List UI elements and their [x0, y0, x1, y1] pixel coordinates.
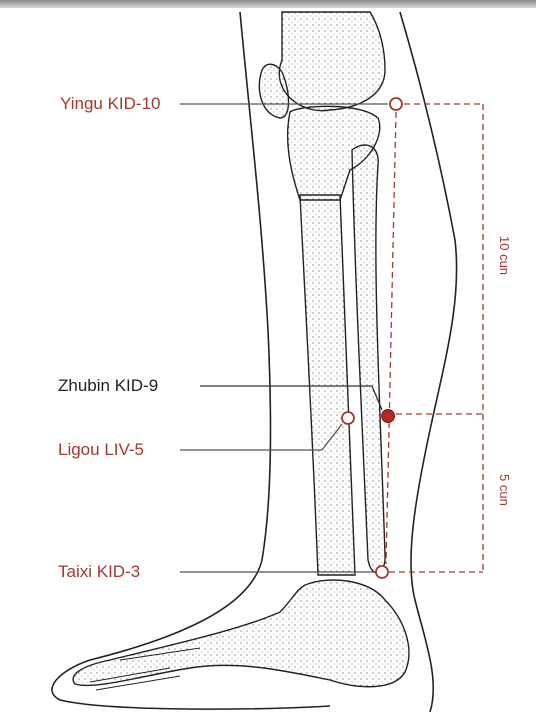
tibia [300, 195, 355, 575]
measurement-lines [386, 104, 483, 572]
yingu-label: Yingu KID-10 [60, 94, 160, 114]
taixi-point [376, 566, 388, 578]
zhubin-leader [200, 386, 382, 410]
yingu-point [390, 98, 402, 110]
femur [279, 12, 385, 111]
leg-outline-back [400, 12, 457, 712]
ligou-label: Ligou LIV-5 [58, 440, 144, 460]
lower-measure-label: 5 cun [497, 474, 512, 506]
taixi-label: Taixi KID-3 [58, 562, 140, 582]
zhubin-point [382, 410, 395, 423]
upper-measure-label: 10 cun [497, 236, 512, 275]
fibula [352, 145, 385, 573]
foot-bones [73, 580, 409, 687]
ligou-point [342, 412, 354, 424]
zhubin-label: Zhubin KID-9 [58, 376, 158, 396]
